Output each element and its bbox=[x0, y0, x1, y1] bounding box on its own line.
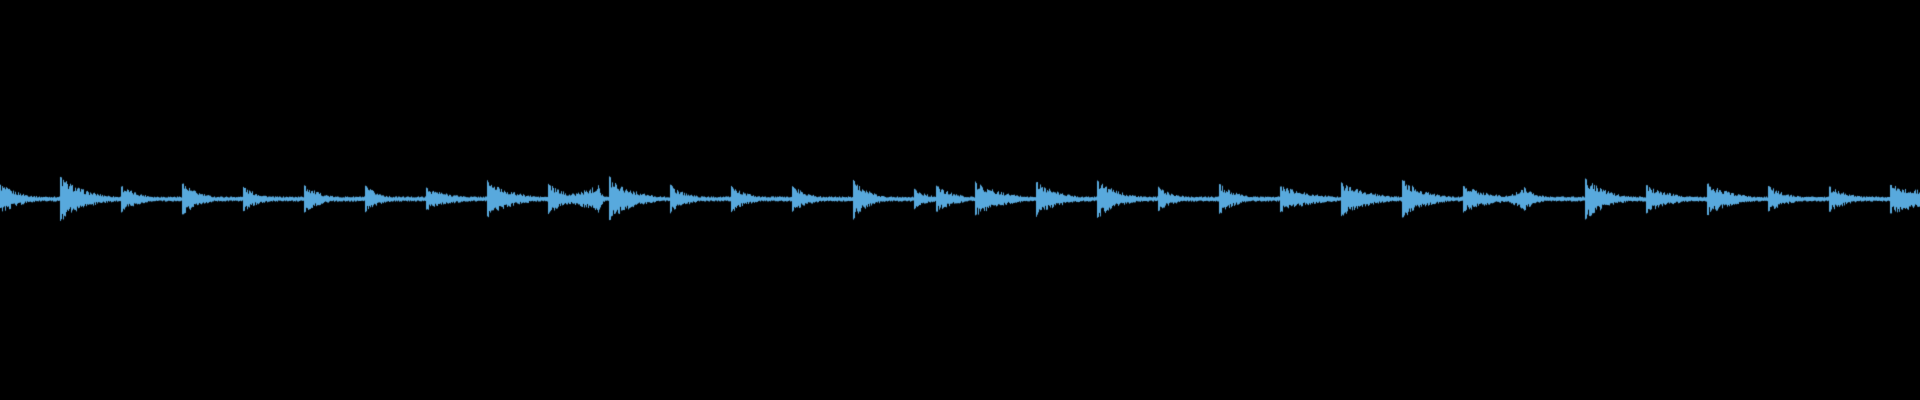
waveform-canvas bbox=[0, 0, 1920, 400]
audio-waveform-panel bbox=[0, 0, 1920, 400]
